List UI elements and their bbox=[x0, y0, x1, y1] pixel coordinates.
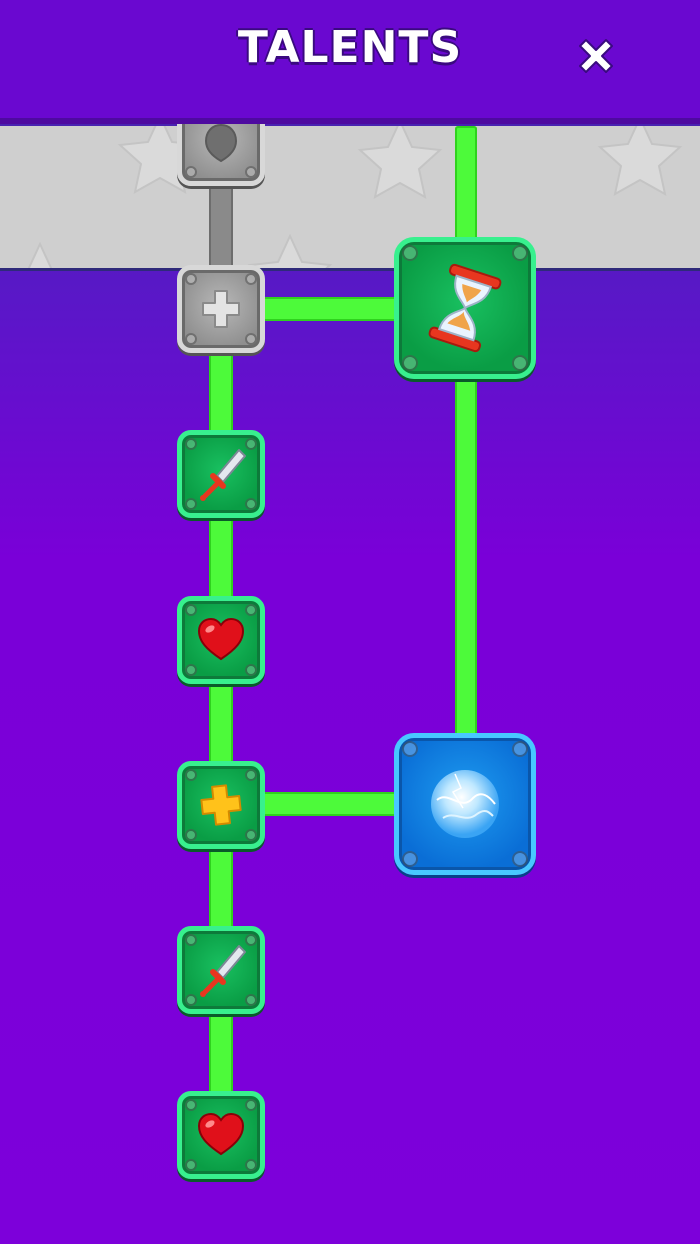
plus-icon bbox=[200, 784, 242, 826]
star-pattern-icon bbox=[27, 126, 683, 268]
rivet bbox=[245, 934, 257, 946]
talent-node-hourglass[interactable] bbox=[394, 237, 536, 379]
rivet bbox=[245, 769, 257, 781]
hourglass-icon bbox=[428, 263, 502, 353]
rivet bbox=[245, 166, 257, 178]
energy-orb-icon bbox=[431, 770, 499, 838]
rivet bbox=[245, 498, 257, 510]
rivet bbox=[185, 829, 197, 841]
rivet bbox=[245, 333, 257, 345]
rivet bbox=[185, 498, 197, 510]
sword-icon bbox=[200, 449, 246, 501]
rivet bbox=[512, 851, 528, 867]
connector-hourglass-to-orb bbox=[455, 376, 477, 738]
close-button[interactable] bbox=[568, 28, 624, 84]
rivet bbox=[185, 934, 197, 946]
talent-node-sword-1[interactable] bbox=[177, 430, 265, 518]
rivet bbox=[185, 664, 197, 676]
rivet bbox=[185, 1159, 197, 1171]
connector-left-locked bbox=[209, 186, 233, 270]
connector-plus-to-orb bbox=[262, 792, 400, 816]
rivet bbox=[402, 355, 418, 371]
close-icon bbox=[579, 39, 613, 73]
rivet bbox=[245, 1159, 257, 1171]
plus-icon bbox=[202, 290, 240, 328]
connector-right-top bbox=[455, 126, 477, 242]
rivet bbox=[402, 741, 418, 757]
talent-node-plus-1[interactable] bbox=[177, 761, 265, 849]
shield-icon bbox=[204, 123, 238, 163]
page-title: TALENTS bbox=[237, 22, 463, 73]
talent-node-heart-1[interactable] bbox=[177, 596, 265, 684]
rivet bbox=[402, 851, 418, 867]
rivet bbox=[512, 355, 528, 371]
rivet bbox=[245, 438, 257, 450]
rivet bbox=[185, 1099, 197, 1111]
heart-icon bbox=[197, 617, 245, 661]
rivet bbox=[185, 438, 197, 450]
rivet bbox=[185, 769, 197, 781]
rivet bbox=[245, 604, 257, 616]
connector-plus-to-hourglass bbox=[262, 297, 400, 321]
rivet bbox=[245, 664, 257, 676]
rivet bbox=[512, 245, 528, 261]
rivet bbox=[245, 994, 257, 1006]
rivet bbox=[512, 741, 528, 757]
talent-node-energy-orb[interactable] bbox=[394, 733, 536, 875]
talent-node-sword-2[interactable] bbox=[177, 926, 265, 1014]
sword-icon bbox=[200, 945, 246, 997]
rivet bbox=[245, 1099, 257, 1111]
rivet bbox=[245, 273, 257, 285]
rivet bbox=[185, 166, 197, 178]
rivet bbox=[185, 604, 197, 616]
rivet bbox=[402, 245, 418, 261]
locked-tier-banner bbox=[0, 126, 700, 271]
header-bar: TALENTS bbox=[0, 0, 700, 118]
rivet bbox=[185, 994, 197, 1006]
rivet bbox=[245, 829, 257, 841]
rivet bbox=[185, 333, 197, 345]
talent-node-plus-locked[interactable] bbox=[177, 265, 265, 353]
heart-icon bbox=[197, 1112, 245, 1156]
rivet bbox=[185, 273, 197, 285]
talent-node-heart-2[interactable] bbox=[177, 1091, 265, 1179]
